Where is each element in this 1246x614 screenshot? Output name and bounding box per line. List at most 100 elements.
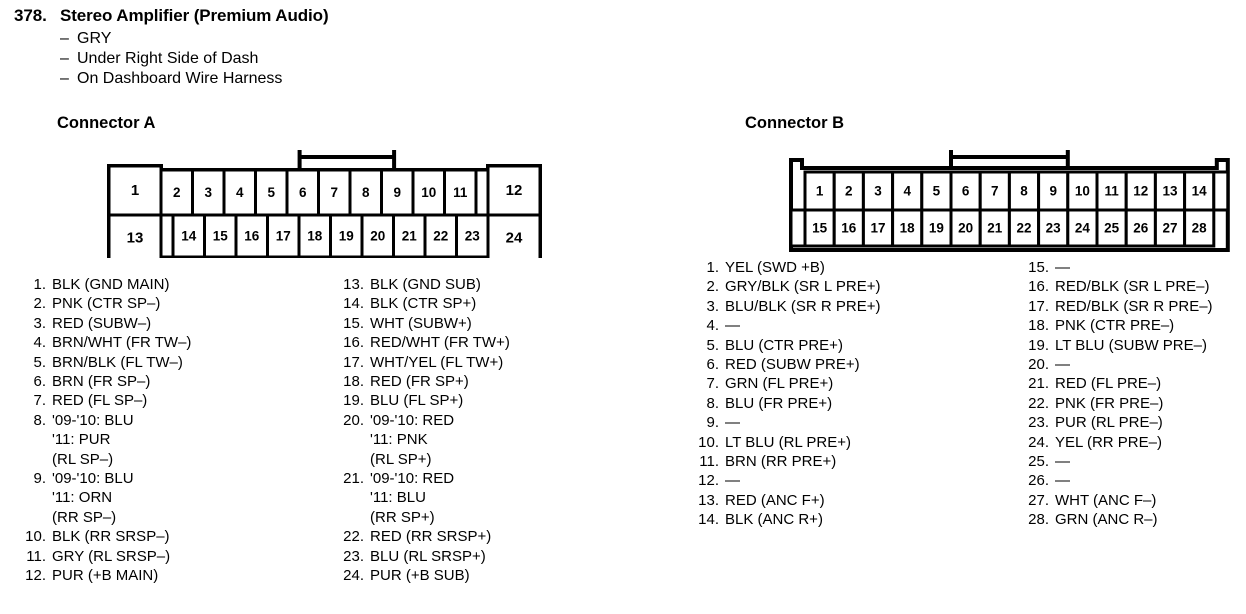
pin-description-line: RED/BLK (SR R PRE–): [1055, 297, 1213, 315]
pin-description-subline: (RR SP+): [370, 508, 435, 526]
pin-cell-label: 4: [903, 184, 911, 199]
pin-description: —: [1055, 471, 1070, 490]
pin-number: 23.: [343, 547, 364, 565]
pin-description-line: RED/BLK (SR L PRE–): [1055, 278, 1210, 296]
pin-legend-row: 18. PNK (CTR PRE–): [1024, 316, 1213, 335]
pin-description: '09-'10: RED'11: BLU(RR SP+): [370, 469, 454, 527]
pin-description: PUR (RL PRE–): [1055, 413, 1163, 432]
pin-number: 2.: [33, 295, 46, 313]
pin-cell-label: 6: [962, 184, 970, 199]
header-bullet-list: – GRY – Under Right Side of Dash – On Da…: [14, 29, 614, 89]
pin-number: 20.: [1028, 356, 1049, 374]
pin-cell-label: 7: [330, 185, 338, 200]
pin-number: 8.: [706, 394, 719, 412]
pin-legend-row: 17.WHT/YEL (FL TW+): [340, 353, 510, 372]
pin-legend-row: 6. RED (SUBW PRE+): [694, 355, 880, 374]
pin-number: 9.: [33, 470, 46, 488]
pin-description-line: BLU (FL SP+): [370, 392, 464, 410]
pin-legend-row: 1.BLK (GND MAIN): [22, 275, 191, 294]
pin-number: 21.: [1028, 375, 1049, 393]
pin-description: RED (FL SP–): [52, 391, 147, 410]
pin-number: 15.: [1028, 259, 1049, 276]
pin-number: 6.: [706, 356, 719, 374]
pin-description: RED (RR SRSP+): [370, 527, 491, 546]
pin-number: 22.: [1028, 394, 1049, 412]
entry-number: 378.: [14, 6, 47, 25]
pin-cell-label: 27: [1162, 221, 1177, 236]
pin-legend-row: 11. BRN (RR PRE+): [694, 452, 880, 471]
pin-cell: [1153, 208, 1187, 248]
pin-cell-label: 9: [393, 185, 401, 200]
pin-number: 24.: [1028, 433, 1049, 451]
pin-cell-label: 3: [874, 184, 882, 199]
pin-cell-label: 23: [1046, 221, 1062, 236]
pin-description-subline: (RL SP+): [370, 450, 432, 468]
pin-description: BRN (RR PRE+): [725, 452, 836, 471]
pin-description: BLU (CTR PRE+): [725, 336, 843, 355]
pin-legend-row: 9.—: [694, 413, 880, 432]
pin-legend-row: 6.BRN (FR SP–): [22, 372, 191, 391]
connector-b-latch: [949, 150, 1070, 168]
pin-number: 3.: [33, 314, 46, 332]
pin-number: 19.: [343, 392, 364, 410]
pin-number: 16.: [343, 334, 364, 352]
bullet-dash: –: [60, 70, 69, 87]
pin-description-line: '09-'10: BLU: [52, 470, 134, 488]
pin-number: 7.: [33, 392, 46, 410]
pin-cell: [1066, 208, 1099, 248]
pin-description: GRY/BLK (SR L PRE+): [725, 277, 880, 296]
pin-legend-row: 2.GRY/BLK (SR L PRE+): [694, 277, 880, 296]
pin-legend-row: 7. RED (FL SP–): [22, 391, 191, 410]
pin-description: LT BLU (RL PRE+): [725, 433, 851, 452]
pin-cell-label: 26: [1133, 221, 1149, 236]
pin-cell-label: 13: [127, 230, 144, 247]
pin-description-line: RED (FL SP–): [52, 392, 148, 410]
pin-description-line: RED (FL PRE–): [1055, 375, 1162, 393]
pin-cell-label: 17: [276, 229, 291, 244]
pin-description-line: —: [1055, 259, 1070, 276]
pin-cell-label: 23: [465, 229, 481, 244]
pin-legend-row: 23.BLU (RL SRSP+): [340, 547, 510, 566]
pin-description-subline: '11: BLU: [370, 489, 426, 507]
pin-cell-label: 16: [244, 229, 260, 244]
pin-number: 19.: [1028, 336, 1049, 354]
pin-description-line: BLU (FR PRE+): [725, 394, 833, 412]
pin-legend-row: 2. PNK (CTR SP–): [22, 294, 191, 313]
pin-legend-row: 11.GRY (RL SRSP–): [22, 547, 191, 566]
pin-description: RED/BLK (SR L PRE–): [1055, 277, 1210, 296]
bullet-dash: –: [60, 50, 69, 67]
pin-description-line: PNK (FR PRE–): [1055, 394, 1164, 412]
pin-description-line: RED (RR SRSP+): [370, 528, 492, 546]
pin-description: BLK (GND MAIN): [52, 275, 170, 294]
pin-cell-label: 2: [845, 184, 853, 199]
pin-number: 4.: [33, 334, 46, 352]
pin-description-line: WHT (ANC F–): [1055, 491, 1157, 509]
pin-description-line: PNK (CTR PRE–): [1055, 317, 1175, 335]
pin-description: RED (SUBW–): [52, 314, 151, 333]
pin-description-line: GRN (FL PRE+): [725, 375, 834, 393]
pin-number: 18.: [1028, 317, 1049, 335]
connector-a-pin-legend-right: 13.BLK (GND SUB)14.BLK (CTR SP+)15.WHT (…: [340, 275, 510, 586]
pin-number: 13.: [698, 491, 719, 509]
pin-description-line: PNK (CTR SP–): [52, 295, 161, 313]
bullet-label: Under Right Side of Dash: [77, 50, 259, 67]
pin-description-line: —: [725, 317, 740, 335]
bullet-item: – On Dashboard Wire Harness: [60, 69, 614, 89]
pin-cell-label: 1: [131, 182, 139, 199]
pin-cell: [423, 213, 458, 259]
pin-number: 26.: [1028, 472, 1049, 490]
pin-legend-row: 10.BLK (RR SRSP–): [22, 527, 191, 546]
pin-description-line: BLU/BLK (SR R PRE+): [725, 297, 881, 315]
pin-description: —: [725, 413, 740, 432]
pin-number: 11.: [699, 453, 719, 471]
pin-description-line: RED (SUBW PRE+): [725, 356, 860, 374]
pin-number: 24.: [343, 567, 364, 585]
bullet-label: On Dashboard Wire Harness: [77, 70, 283, 87]
bullet-label: GRY: [77, 30, 112, 47]
pin-cell-label: 10: [421, 185, 436, 200]
pin-description-line: —: [1055, 472, 1070, 490]
pin-description-line: RED/WHT (FR TW+): [370, 334, 510, 352]
pin-cell-label: 1: [816, 184, 824, 199]
pin-description-line: RED (FR SP+): [370, 373, 469, 391]
